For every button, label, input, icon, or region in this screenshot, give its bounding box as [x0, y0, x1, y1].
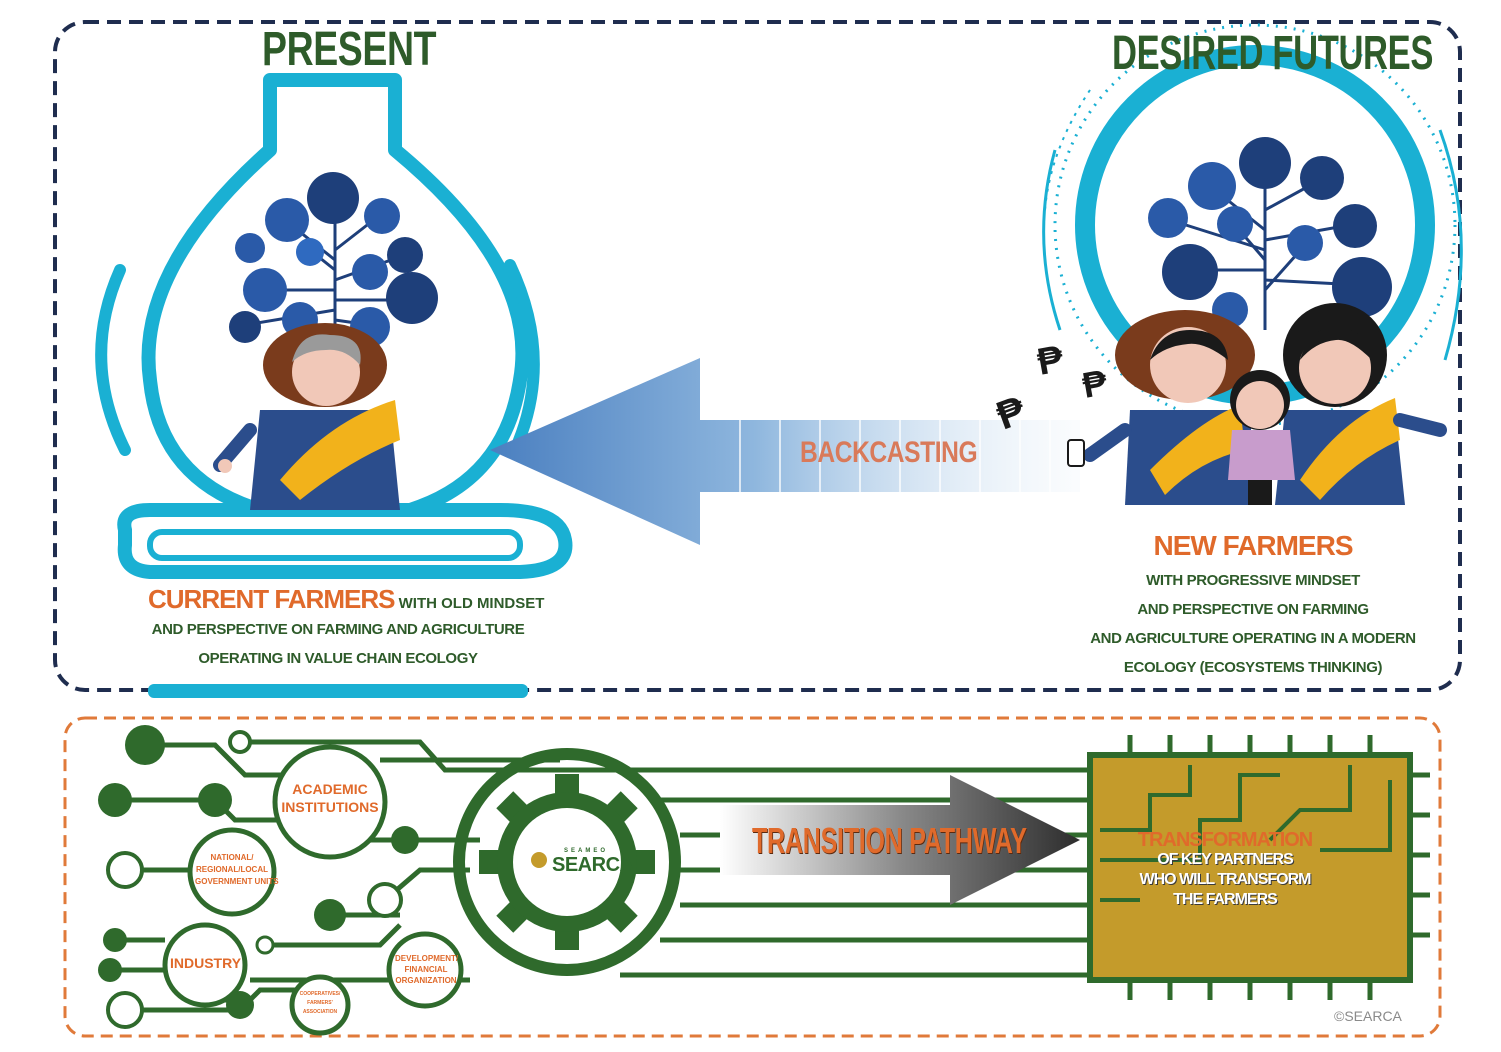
lamp-illustration [95, 73, 573, 698]
cooperatives-label: COOPERATIVES/ FARMERS' ASSOCIATION [297, 990, 343, 1017]
modern-farming-icons [1148, 137, 1392, 328]
industry-node [162, 922, 248, 1008]
transformation-line1: OF KEY PARTNERS [1157, 851, 1294, 868]
development-financial-node [386, 931, 464, 1009]
current-farmers-line2: AND PERSPECTIVE ON FARMING AND AGRICULTU… [151, 621, 525, 638]
partner-circles [162, 744, 464, 1036]
development-label-line2: FINANCIAL [404, 965, 448, 974]
cooperatives-label-line1: COOPERATIVES/ [299, 991, 341, 997]
government-label-line1: NATIONAL/ [210, 853, 254, 862]
development-label-line3: ORGANIZATION [395, 976, 457, 985]
new-farmers-figures [1067, 303, 1447, 505]
new-farmers-line3: AND AGRICULTURE OPERATING IN A MODERN [1090, 630, 1416, 647]
top-section-frame [53, 20, 1462, 692]
transition-pathway-arrow [720, 775, 1080, 905]
academic-label-line2: INSTITUTIONS [281, 799, 379, 815]
transformation-text: TRANSFORMATION OF KEY PARTNERS WHO WILL … [1120, 830, 1330, 910]
current-farmers-highlight: CURRENT FARMERS [148, 584, 395, 614]
current-farmers-description: CURRENT FARMERS WITH OLD MINDSET AND PER… [148, 584, 544, 667]
searca-logo: SEAMEO SEARCA [540, 848, 634, 877]
academic-institutions-node [272, 744, 388, 860]
searca-text: SEARCA [552, 854, 634, 876]
development-financial-label: DEVELOPMENT/ FINANCIAL ORGANIZATION [395, 953, 459, 986]
circuit-nodes [98, 725, 419, 1029]
old-farming-icons [229, 172, 438, 347]
svg-text:₱: ₱ [1079, 361, 1111, 406]
backcasting-arrow [490, 358, 1080, 545]
industry-label: INDUSTRY [170, 955, 242, 971]
copyright-text: ©SEARCA [1334, 1008, 1402, 1024]
current-farmers-line1: WITH OLD MINDSET [394, 595, 545, 612]
new-farmers-title: NEW FARMERS [1153, 530, 1354, 561]
government-label-line2: REGIONAL/LOCAL [196, 865, 268, 874]
current-farmers-line3: OPERATING IN VALUE CHAIN ECOLOGY [198, 650, 478, 667]
new-farmers-line2: AND PERSPECTIVE ON FARMING [1137, 601, 1369, 618]
desired-futures-heading: DESIRED FUTURES [1112, 27, 1434, 80]
peso-sign-icons: ₱ ₱ ₱ [991, 338, 1111, 438]
backcasting-label: BACKCASTING [800, 436, 978, 469]
development-label-line1: DEVELOPMENT/ [395, 954, 459, 963]
bottom-section-frame [63, 716, 1442, 1038]
present-heading: PRESENT [262, 23, 437, 76]
government-units-label: NATIONAL/ REGIONAL/LOCAL GOVERNMENT UNIT… [195, 852, 279, 888]
transformation-line2: WHO WILL TRANSFORM [1139, 871, 1311, 888]
government-label-line3: GOVERNMENT UNITS [195, 877, 279, 886]
new-farmers-line1: WITH PROGRESSIVE MINDSET [1146, 572, 1360, 589]
transformation-chip [1087, 735, 1430, 1000]
government-units-node [187, 827, 277, 917]
svg-text:₱: ₱ [1034, 338, 1067, 384]
academic-institutions-label: ACADEMIC INSTITUTIONS [280, 780, 380, 816]
academic-label-line1: ACADEMIC [292, 781, 368, 797]
searca-gear [453, 748, 681, 976]
cooperatives-label-line2: FARMERS' [307, 1000, 333, 1006]
new-farmers-line4: ECOLOGY (ECOSYSTEMS THINKING) [1123, 659, 1383, 676]
cooperatives-label-line3: ASSOCIATION [302, 1009, 338, 1015]
cooperatives-node [289, 974, 351, 1036]
transition-pathway-label: TRANSITION PATHWAY [752, 820, 1027, 861]
current-farmer-figure [213, 323, 400, 510]
transformation-line3: THE FARMERS [1173, 891, 1278, 908]
transformation-title: TRANSFORMATION [1137, 829, 1314, 851]
seameo-text: SEAMEO [563, 848, 608, 854]
new-farmers-description: NEW FARMERS WITH PROGRESSIVE MINDSET AND… [1078, 530, 1428, 676]
